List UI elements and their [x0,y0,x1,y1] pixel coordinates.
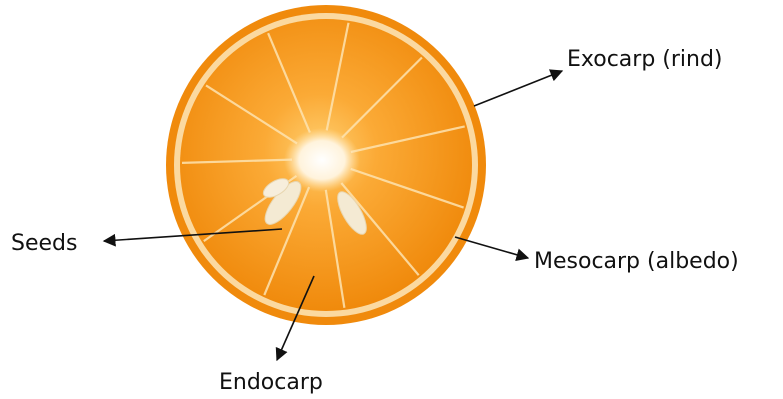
label-endocarp: Endocarp [219,370,323,395]
label-seeds: Seeds [11,231,77,256]
label-exocarp: Exocarp (rind) [567,47,723,72]
orange-slice-illustration [166,5,486,325]
arrow-exocarp [474,71,562,106]
label-mesocarp: Mesocarp (albedo) [534,249,739,274]
arrow-mesocarp [455,237,528,258]
